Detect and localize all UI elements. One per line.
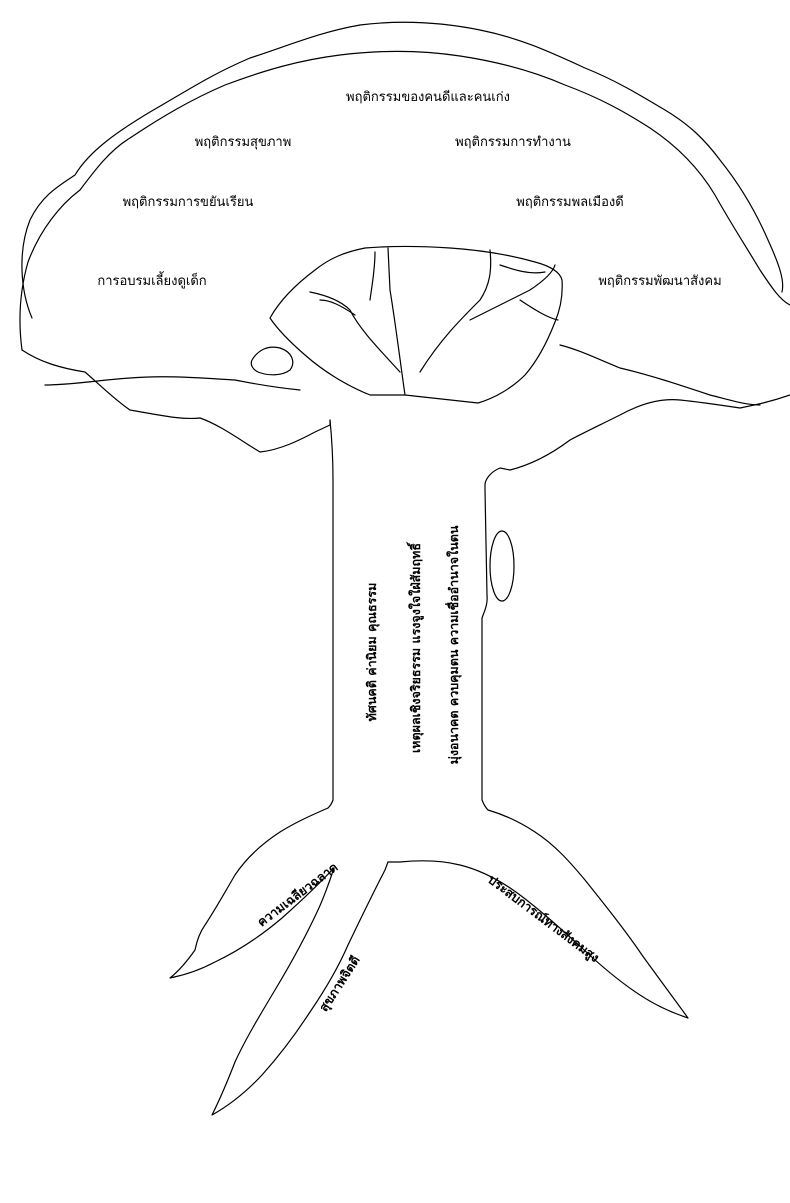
trunk-knothole [490,531,514,601]
crown-bottom-right [485,395,790,485]
label-social-development: พฤติกรรมพัฒนาสังคม [598,274,721,289]
label-health-behavior: พฤติกรรมสุขภาพ [195,135,292,150]
crown-bottom-left [22,350,330,452]
root-label-social-experience: ประสบการณ์ทางสังคมสูง [485,872,603,966]
branch-7 [500,265,545,273]
root-label-intelligence: ความเฉลียวฉลาด [254,859,340,929]
trunk-label-line2: เหตุผลเชิงจริยธรรม แรงจูงใจใฝ่สัมฤทธิ์ [406,541,424,753]
knot-left [251,347,293,375]
label-work-behavior: พฤติกรรมการทำงาน [455,135,571,150]
crown-left-drape [45,377,300,390]
branch-8 [520,300,558,320]
label-good-citizen: พฤติกรรมพลเมืองดี [516,194,623,210]
trunk-label-line3: มุ่งอนาคต ควบคุมตน ความเชื่ออำนาจในตน [445,525,462,764]
branch-2 [310,292,400,372]
branch-1 [388,248,405,395]
branch-4 [320,300,355,315]
label-diligent-study: พฤติกรรมการขยันเรียน [123,194,254,210]
label-good-and-skilled: พฤติกรรมของคนดีและคนเก่ง [346,89,510,105]
trunk-right-edge [482,485,488,810]
label-child-rearing: การอบรมเลี้ยงดูเด็ก [97,271,206,289]
branch-5 [420,250,491,372]
crown-right-drape [560,345,760,405]
branch-3 [370,252,375,300]
branch-6 [470,265,555,320]
trunk-left-edge [328,420,333,808]
trunk-label-line1: ทัศนคติ ค่านิยม คุณธรรม [364,583,380,722]
